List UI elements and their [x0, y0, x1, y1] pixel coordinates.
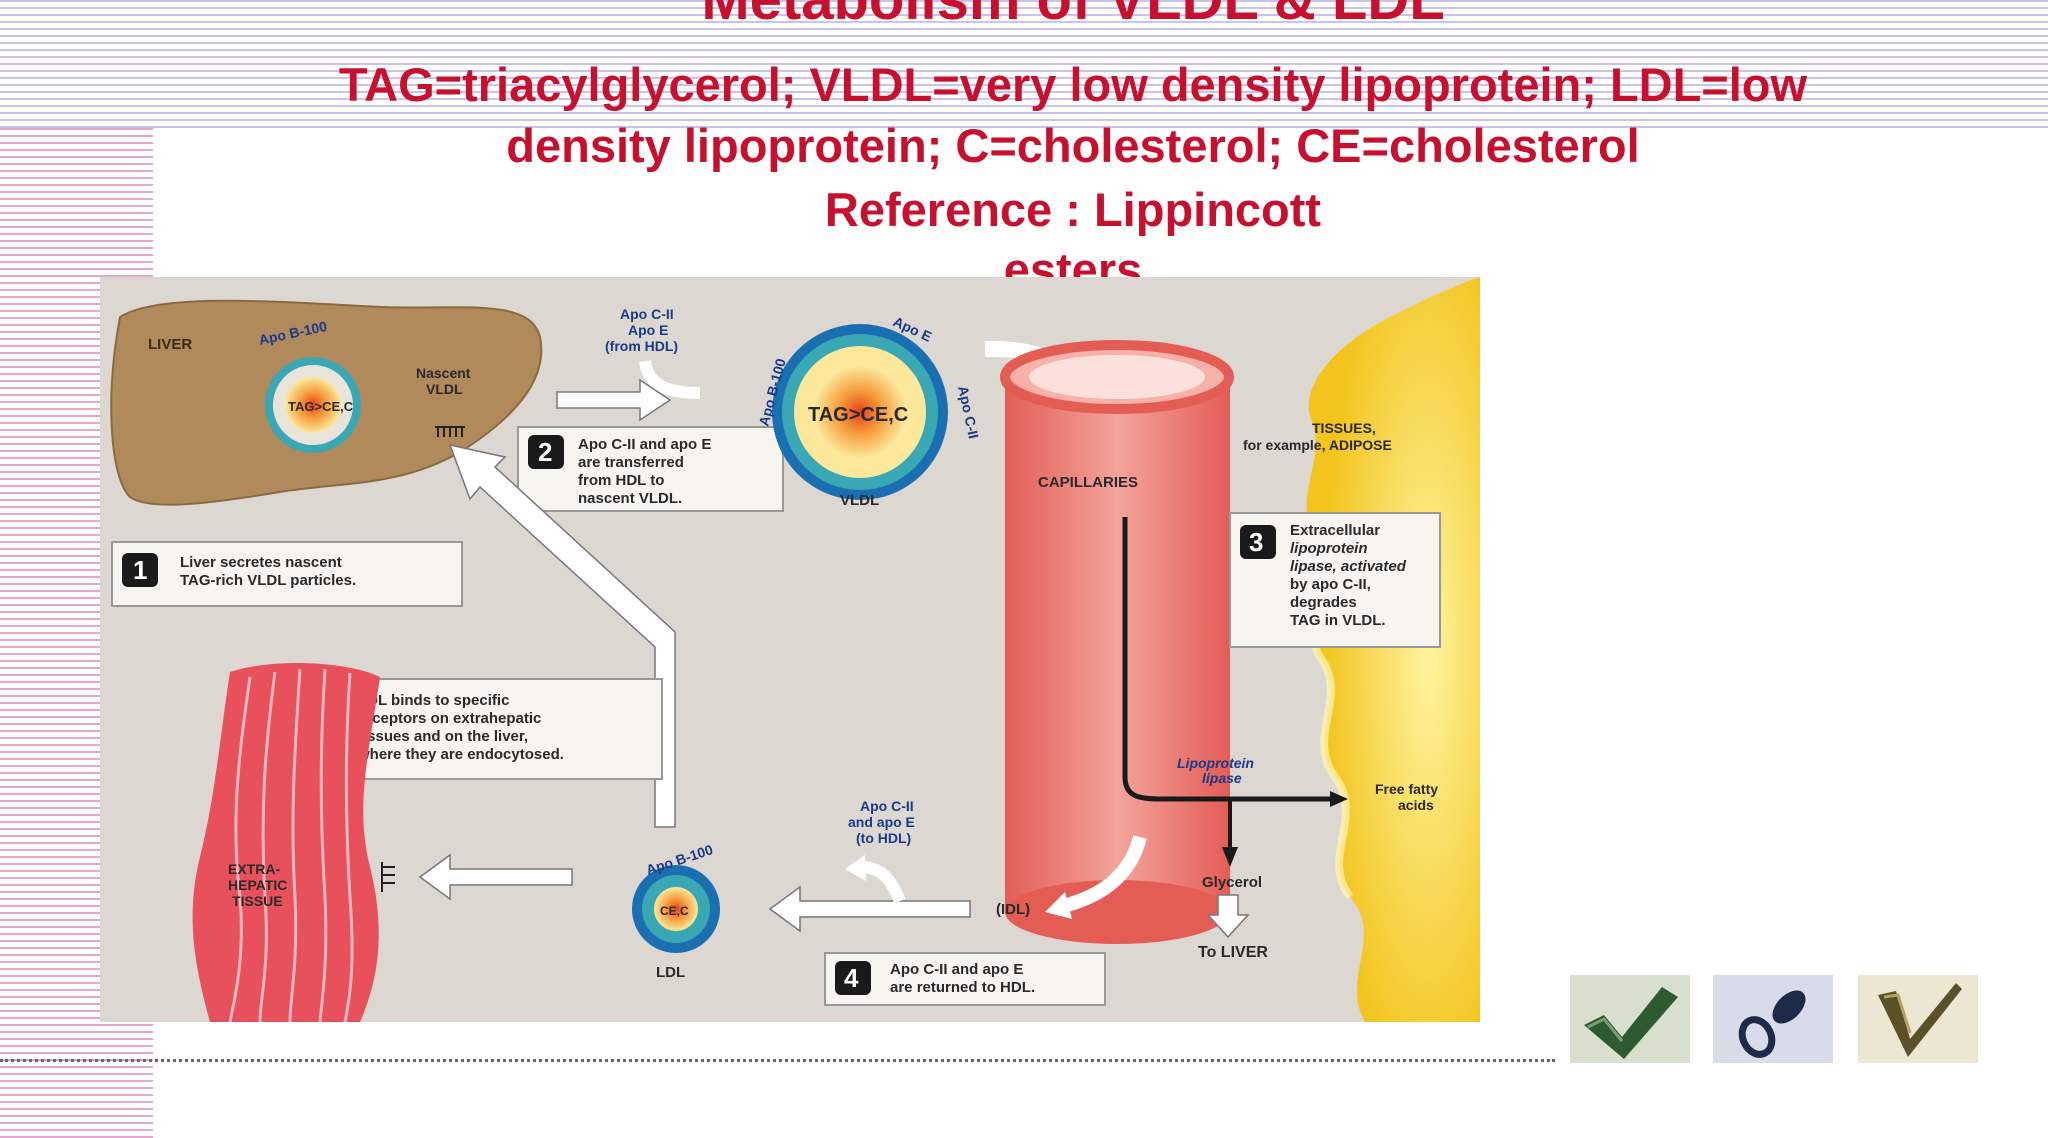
nav-check-button[interactable] — [1570, 975, 1690, 1063]
lipolysis-path — [1122, 517, 1340, 802]
step-3-line3: lipase, activated — [1290, 558, 1407, 575]
step-4-box: 4 Apo C-II and apo E are returned to HDL… — [824, 952, 1106, 1006]
ffa-label-1: Free fatty — [1375, 781, 1438, 797]
step-4-line1: Apo C-II and apo E — [890, 961, 1023, 978]
lipoprotein-lipase-label-2: lipase — [1202, 770, 1242, 786]
slide-subtitle-line1: TAG=triacylglycerol; VLDL=very low densi… — [338, 58, 1808, 111]
apo-to-hdl-1: Apo C-II — [860, 798, 914, 814]
capillary-vessel — [1000, 340, 1234, 944]
step-4-number: 4 — [844, 963, 859, 993]
to-liver-label: To LIVER — [1198, 944, 1268, 961]
nascent-label-1: Nascent — [416, 365, 471, 381]
step-1-box: 1 Liver secretes nascent TAG-rich VLDL p… — [111, 541, 463, 607]
step-5-line1: LDL binds to specific — [358, 692, 509, 709]
step-2-line1: Apo C-II and apo E — [578, 436, 711, 453]
slide-subtitle-line2: density lipoprotein; C=cholesterol; CE=c… — [506, 119, 1640, 172]
ldl-to-tissue-arrow — [418, 853, 573, 901]
step-2-line4: nascent VLDL. — [578, 490, 682, 507]
tissues-label-2: for example, ADIPOSE — [1243, 437, 1392, 453]
step-5-line2: receptors on extrahepatic — [358, 710, 541, 727]
apo-to-hdl-3: (to HDL) — [856, 830, 911, 846]
step-2-number: 2 — [538, 437, 552, 467]
step-3-line6: TAG in VLDL. — [1290, 612, 1386, 629]
vldl-tag-label: TAG>CE,C — [808, 404, 908, 426]
step-1-line2: TAG-rich VLDL particles. — [180, 572, 356, 589]
extrahepatic-label-2: HEPATIC — [228, 877, 287, 893]
idl-label: (IDL) — [996, 901, 1030, 918]
step-3-box: 3 Extracellular lipoprotein lipase, acti… — [1229, 512, 1441, 648]
apo-from-hdl-3: (from HDL) — [605, 338, 678, 354]
slide-subtitle-line4: esters — [1003, 243, 1143, 280]
slide-header: Metabolism of VLDL & LDL TAG=triacylglyc… — [153, 0, 1993, 280]
step-2-line3: from HDL to — [578, 472, 664, 489]
glycerol-label: Glycerol — [1202, 874, 1262, 891]
step-3-line1: Extracellular — [1290, 522, 1380, 539]
apo-to-hdl-2: and apo E — [848, 814, 915, 830]
apo-return-arrow — [859, 861, 906, 904]
vldl-label: VLDL — [840, 492, 879, 509]
apo-inflow-arrow — [639, 359, 701, 399]
step-3-line4: by apo C-II, — [1290, 576, 1371, 593]
link-icon — [1713, 975, 1833, 1063]
step-1-number: 1 — [133, 555, 147, 585]
diagram-svg: LIVER Apo B-100 TAG>CE,C Nascent VLDL Ap… — [110, 277, 1480, 1022]
nav-tick-button[interactable] — [1858, 975, 1978, 1063]
ffa-label-2: acids — [1398, 797, 1434, 813]
nascent-label-2: VLDL — [426, 381, 463, 397]
footer-divider — [0, 1059, 1555, 1062]
slide-title: Metabolism of VLDL & LDL — [153, 0, 1993, 30]
vldl-apo-c-label: Apo C-II — [955, 384, 982, 440]
step-3-line5: degrades — [1290, 594, 1357, 611]
liver-tag-label: TAG>CE,C — [288, 399, 354, 414]
liver-to-vldl-arrow — [556, 378, 672, 422]
step-3-line2: lipoprotein — [1290, 540, 1368, 557]
liver-label: LIVER — [148, 336, 192, 353]
extrahepatic-label-1: EXTRA- — [228, 861, 280, 877]
step-5-line4: where they are endocytosed. — [357, 746, 564, 763]
check-icon — [1570, 975, 1690, 1063]
capillaries-label: CAPILLARIES — [1038, 474, 1138, 491]
tissue-receptor-comb — [381, 862, 395, 892]
header-stripes — [0, 0, 2048, 128]
receptor-comb — [435, 426, 465, 437]
ldl-label: LDL — [656, 964, 685, 981]
capillary-to-idl-arrow — [1058, 835, 1147, 914]
tick-icon — [1858, 975, 1978, 1063]
slide-subtitle-line3: Reference : Lippincott — [824, 183, 1322, 236]
step-2-line2: are transferred — [578, 454, 684, 471]
extrahepatic-tissue — [192, 662, 380, 1022]
ldl-core-label: CE,C — [660, 904, 689, 918]
extrahepatic-label-3: TISSUE — [232, 893, 283, 909]
nav-link-button[interactable] — [1713, 975, 1833, 1063]
tissues-label-1: TISSUES, — [1312, 420, 1376, 436]
step-5-line3: tissues and on the liver, — [358, 728, 528, 745]
vldl-ldl-diagram: LIVER Apo B-100 TAG>CE,C Nascent VLDL Ap… — [100, 277, 1480, 1022]
glycerol-arrow — [1206, 894, 1250, 939]
apo-from-hdl-1: Apo C-II — [620, 306, 674, 322]
idl-to-ldl-arrow — [768, 885, 971, 933]
step-2-box: 2 Apo C-II and apo E are transferred fro… — [517, 426, 784, 512]
step-1-line1: Liver secretes nascent — [180, 554, 342, 571]
step-3-number: 3 — [1249, 527, 1263, 557]
lipoprotein-lipase-label-1: Lipoprotein — [1177, 755, 1254, 771]
step-4-line2: are returned to HDL. — [890, 979, 1035, 996]
apo-from-hdl-2: Apo E — [628, 322, 668, 338]
adipose-tissue — [1306, 277, 1480, 1022]
